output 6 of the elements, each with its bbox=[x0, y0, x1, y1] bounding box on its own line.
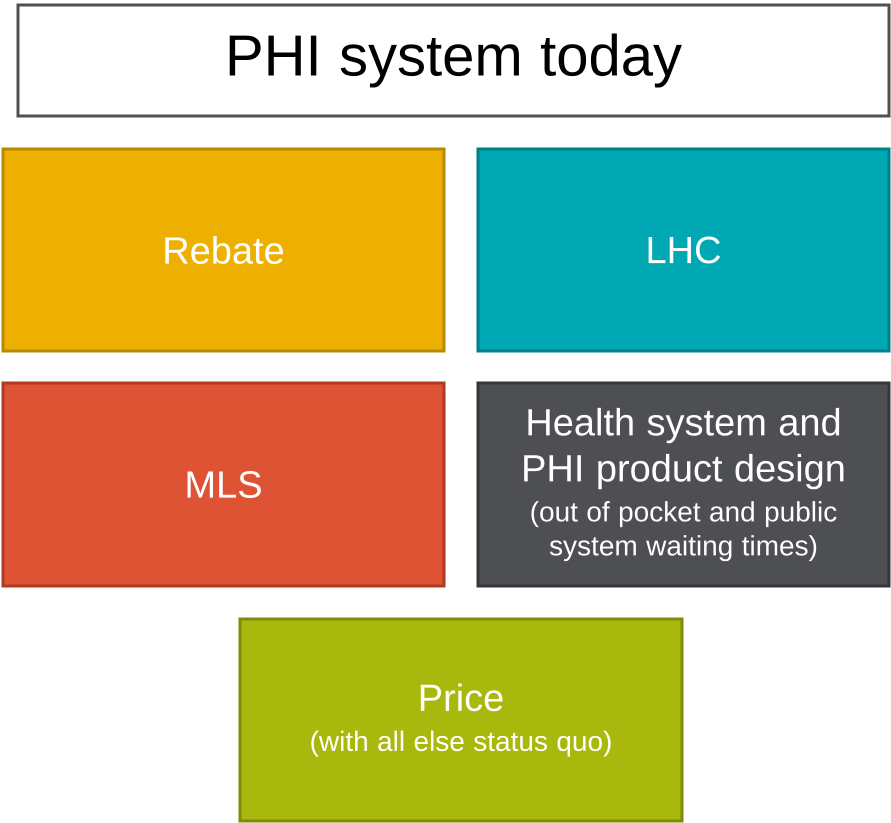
category-box: Health system and PHI product design (out of pocket and public system waiting times) bbox=[476, 382, 890, 588]
title-box: PHI system today bbox=[16, 4, 890, 118]
category-box: LHC bbox=[476, 148, 890, 352]
category-box: Rebate bbox=[2, 148, 446, 352]
category-box: Price (with all else status quo) bbox=[238, 618, 684, 822]
category-box: MLS bbox=[2, 382, 446, 588]
